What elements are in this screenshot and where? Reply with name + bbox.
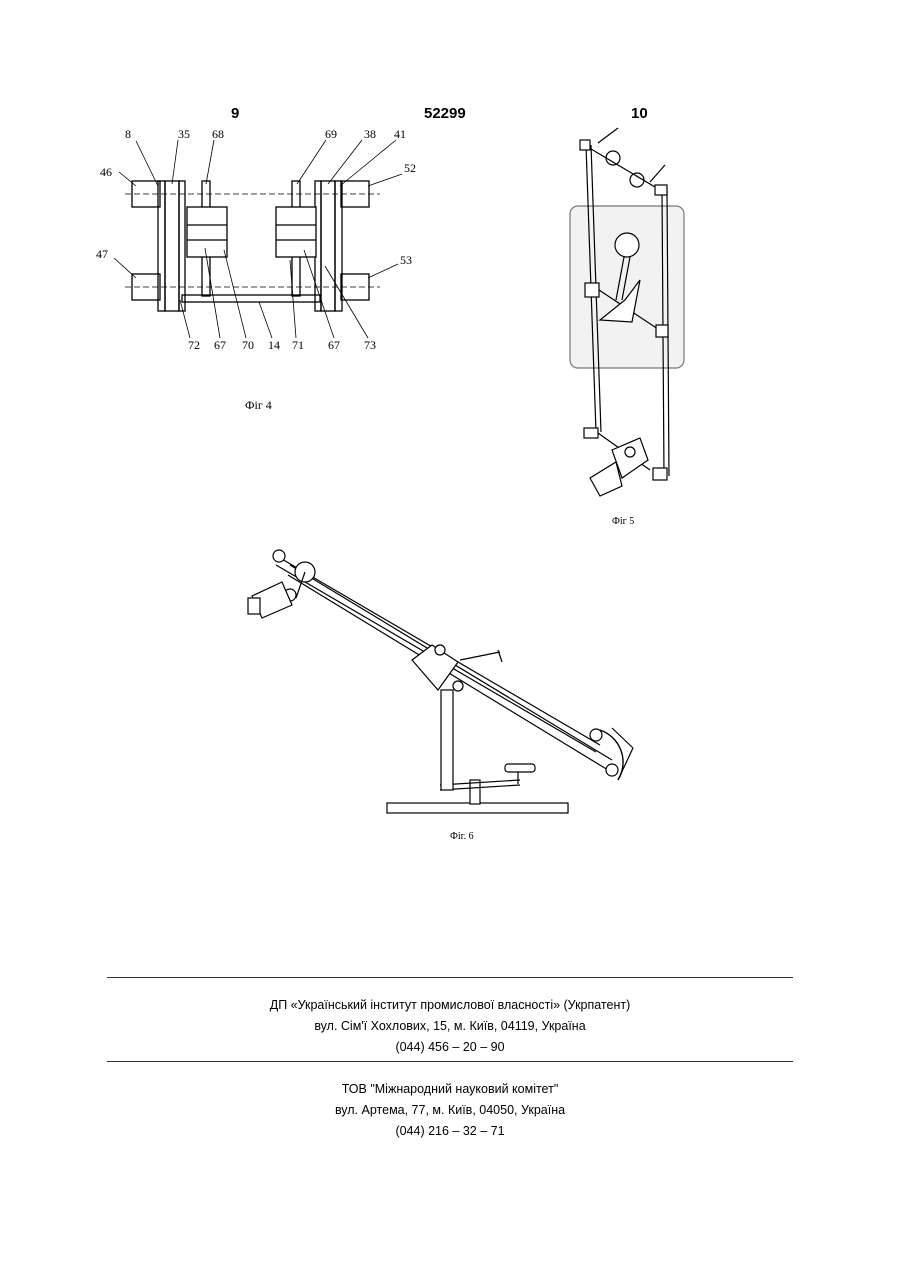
fig4-label: 69 [325,127,337,141]
footer-rule-middle [107,1061,793,1062]
figure-6-drawing [248,550,633,813]
fig4-label: 70 [242,338,254,352]
footer-publisher-address: вул. Сім'ї Хохлових, 15, м. Київ, 04119,… [0,1016,900,1037]
fig4-label: 67 [328,338,340,352]
figure-5-caption: Фіг 5 [612,516,634,527]
footer-printer-address: вул. Артема, 77, м. Київ, 04050, Україна [0,1100,900,1121]
fig4-label: 73 [364,338,376,352]
fig4-label: 68 [212,127,224,141]
figure-6-caption: Фіг. 6 [450,831,474,842]
footer-printer-name: ТОВ "Міжнародний науковий комітет" [0,1079,900,1100]
fig4-label: 38 [364,127,376,141]
figure-4-caption: Фіг 4 [245,398,272,413]
fig4-label: 71 [292,338,304,352]
fig4-label: 53 [400,253,412,267]
footer-publisher-phone: (044) 456 – 20 – 90 [0,1037,900,1058]
fig4-label: 8 [125,127,131,141]
fig4-label: 52 [404,161,416,175]
figure-5-drawing [570,128,684,496]
fig4-label: 47 [96,247,108,261]
fig4-label: 35 [178,127,190,141]
footer-publisher-block: ДП «Український інститут промислової вла… [0,995,900,1058]
fig4-label: 14 [268,338,280,352]
fig4-label: 72 [188,338,200,352]
fig4-left-roller [187,207,227,257]
fig4-label: 41 [394,127,406,141]
footer-rule-top [107,977,793,978]
footer-publisher-name: ДП «Український інститут промислової вла… [0,995,900,1016]
fig4-label: 46 [100,165,112,179]
footer-printer-block: ТОВ "Міжнародний науковий комітет" вул. … [0,1079,900,1142]
fig4-label: 67 [214,338,226,352]
footer-printer-phone: (044) 216 – 32 – 71 [0,1121,900,1142]
fig4-right-roller [276,207,316,257]
